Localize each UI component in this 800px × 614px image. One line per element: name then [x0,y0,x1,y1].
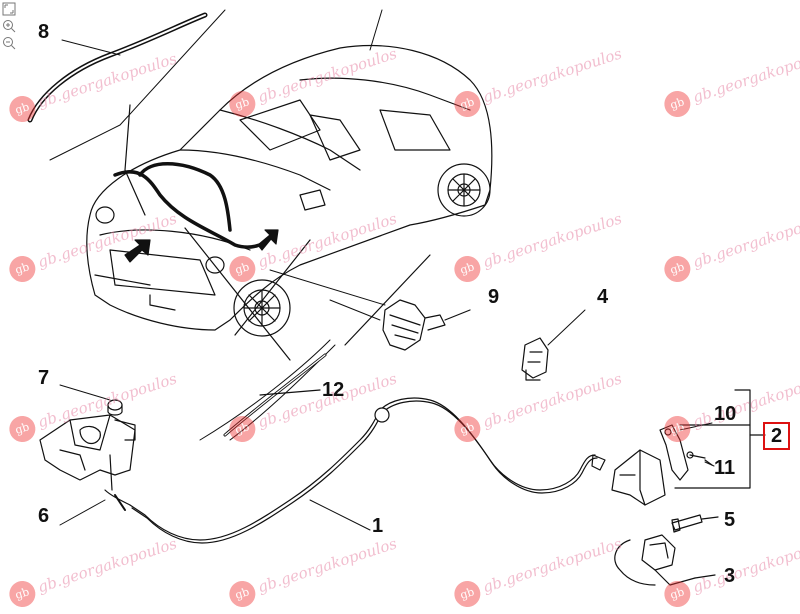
part-9-clip [269,269,471,351]
callout-1[interactable]: 1 [372,515,384,537]
callout-3[interactable]: 3 [724,565,736,587]
callout-12[interactable]: 12 [322,379,345,401]
car-illustration [86,45,493,337]
callout-4[interactable]: 4 [597,286,609,308]
callout-5[interactable]: 5 [724,509,736,531]
hood-seal-on-car [113,170,272,249]
part-1-cable [114,397,606,544]
part-8-seal [27,12,208,123]
part-7-cap [59,384,123,416]
zoom-in-icon[interactable] [2,19,16,33]
callout-2[interactable]: 2 [763,422,791,450]
callout-8[interactable]: 8 [38,21,50,43]
part-2-assembly [611,389,766,506]
fit-icon[interactable] [2,2,16,16]
callout-11[interactable]: 11 [714,457,736,479]
callout-6[interactable]: 6 [38,505,50,527]
zoom-out-icon[interactable] [2,36,16,50]
part-5-bolt [671,514,719,533]
callout-9[interactable]: 9 [488,286,500,308]
part-3-clamp [614,534,716,586]
part-6-lock [39,414,136,526]
viewer-toolbar [2,2,18,53]
callout-10[interactable]: 10 [714,403,737,425]
part-4-sensor [521,309,586,381]
callout-7[interactable]: 7 [38,367,50,389]
